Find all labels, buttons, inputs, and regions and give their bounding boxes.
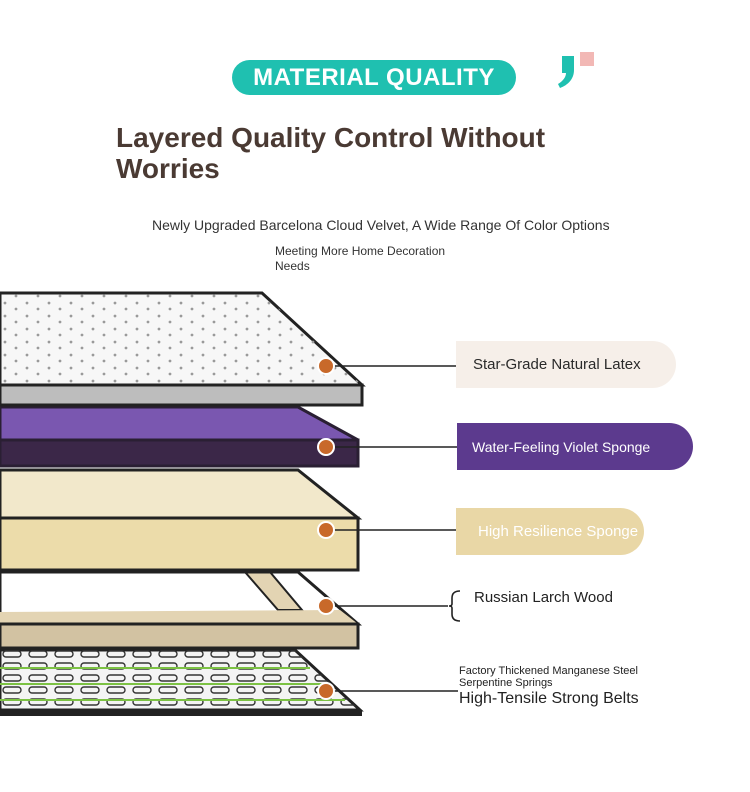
marker-latex-icon [317, 357, 335, 375]
subtitle: Newly Upgraded Barcelona Cloud Velvet, A… [152, 217, 610, 233]
marker-resilience-icon [317, 521, 335, 539]
quote-mark-icon [558, 52, 594, 88]
springs-layer [0, 648, 364, 716]
label-violet-sponge: Water-Feeling Violet Sponge [457, 423, 693, 470]
section-badge: MATERIAL QUALITY [232, 60, 516, 95]
label-latex: Star-Grade Natural Latex [456, 341, 676, 388]
page-title: Layered Quality Control Without Worries [116, 122, 546, 184]
marker-springs-icon [317, 682, 335, 700]
label-springs-belts: High-Tensile Strong Belts [459, 690, 639, 707]
marker-violet-icon [317, 438, 335, 456]
label-springs-detail: Factory Thickened Manganese Steel Serpen… [459, 665, 638, 689]
latex-layer [0, 291, 366, 407]
wood-layer [0, 570, 363, 650]
label-wood: Russian Larch Wood [474, 589, 613, 606]
label-springs: Factory Thickened Manganese Steel Serpen… [459, 665, 689, 707]
violet-layer [0, 405, 360, 468]
marker-wood-icon [317, 597, 335, 615]
subtitle-secondary: Meeting More Home Decoration Needs [275, 244, 446, 273]
resilience-layer [0, 468, 363, 572]
label-resilience-sponge: High Resilience Sponge [456, 508, 644, 555]
